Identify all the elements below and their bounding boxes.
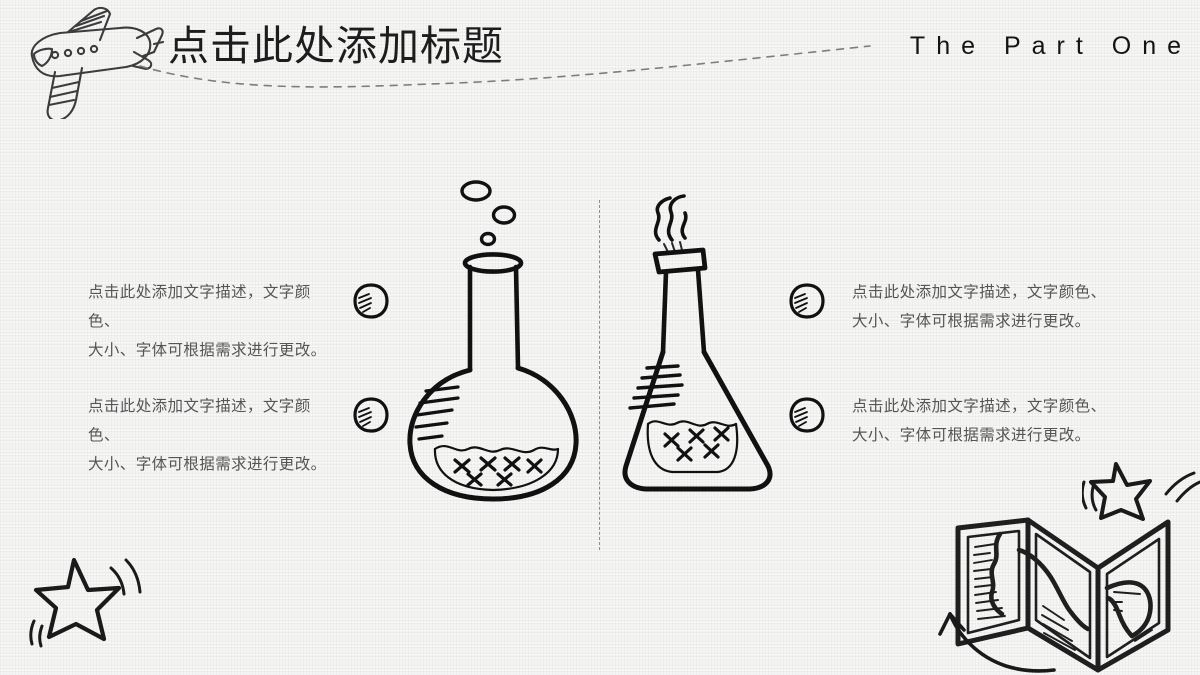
- blob-bullet-icon: [353, 397, 389, 433]
- list-item[interactable]: 点击此处添加文字描述，文字颜色、 大小、字体可根据需求进行更改。: [788, 278, 1108, 336]
- list-item[interactable]: 点击此处添加文字描述，文字颜色、 大小、字体可根据需求进行更改。: [788, 392, 1108, 450]
- list-item[interactable]: 点击此处添加文字描述，文字颜色、 大小、字体可根据需求进行更改。: [88, 278, 390, 365]
- page-title: 点击此处添加标题: [168, 23, 504, 69]
- list-item-text: 点击此处添加文字描述，文字颜色、 大小、字体可根据需求进行更改。: [88, 284, 327, 359]
- star-icon: [29, 557, 142, 648]
- blob-bullet-icon: [789, 397, 825, 433]
- list-item-text: 点击此处添加文字描述，文字颜色、 大小、字体可根据需求进行更改。: [852, 398, 1107, 444]
- center-divider: [599, 200, 600, 550]
- airplane-icon: [30, 6, 165, 119]
- conical-flask-icon: [622, 194, 773, 492]
- list-item-text: 点击此处添加文字描述，文字颜色、 大小、字体可根据需求进行更改。: [852, 284, 1107, 330]
- star-icon: [1082, 462, 1200, 521]
- round-bottom-flask-icon: [407, 180, 579, 502]
- curved-arrow-icon: [938, 612, 1056, 673]
- blob-bullet-icon: [353, 283, 389, 319]
- folded-map-icon: [955, 517, 1171, 673]
- list-item[interactable]: 点击此处添加文字描述，文字颜色、 大小、字体可根据需求进行更改。: [88, 392, 390, 479]
- dashed-curve: [139, 45, 871, 88]
- section-label: The Part One: [909, 32, 1192, 60]
- list-item-text: 点击此处添加文字描述，文字颜色、 大小、字体可根据需求进行更改。: [88, 398, 327, 473]
- blob-bullet-icon: [789, 283, 825, 319]
